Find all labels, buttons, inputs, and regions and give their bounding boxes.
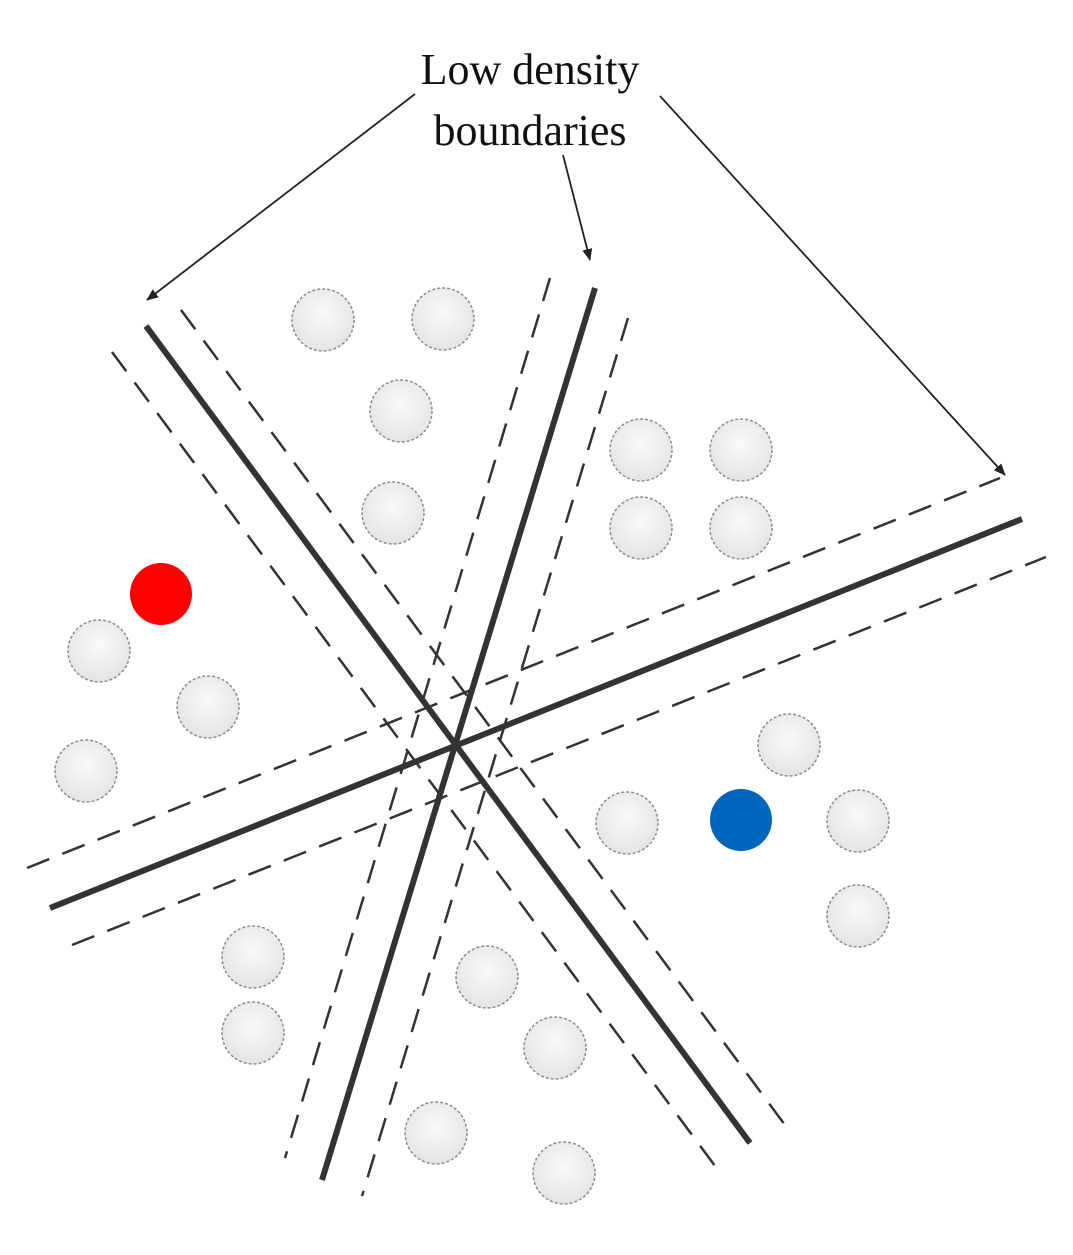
unlabeled-point <box>291 288 355 352</box>
annotation-label-line-1: Low density <box>420 45 640 94</box>
boundary-diagonal <box>110 309 787 1171</box>
unlabeled-point <box>455 945 519 1009</box>
unlabeled-point <box>369 379 433 443</box>
unlabeled-point <box>404 1101 468 1165</box>
unlabeled-point <box>826 884 890 948</box>
arrow-to-steep-boundary <box>562 154 593 261</box>
red-labeled-point <box>130 563 192 625</box>
unlabeled-point <box>54 739 118 803</box>
boundary-steep-margin-right <box>360 317 630 1197</box>
boundary-diagonal-solid <box>143 324 753 1145</box>
unlabeled-point <box>176 675 240 739</box>
unlabeled-points <box>54 287 890 1205</box>
unlabeled-point <box>532 1141 596 1205</box>
boundary-shallow <box>26 476 1047 947</box>
unlabeled-point <box>221 925 285 989</box>
blue-labeled-point <box>710 789 772 851</box>
arrow-to-shallow-boundary <box>659 95 1006 476</box>
boundary-steep-solid <box>319 287 598 1181</box>
unlabeled-point <box>609 418 673 482</box>
unlabeled-point <box>411 287 475 351</box>
annotation-label-line-2: boundaries <box>433 106 627 155</box>
unlabeled-point <box>595 791 659 855</box>
unlabeled-point <box>221 1001 285 1065</box>
unlabeled-point <box>757 713 821 777</box>
boundary-steep <box>283 277 630 1197</box>
unlabeled-point <box>709 418 773 482</box>
boundary-shallow-margin-lower <box>71 555 1047 947</box>
unlabeled-point <box>826 789 890 853</box>
boundary-shallow-solid <box>48 516 1024 911</box>
unlabeled-point <box>67 619 131 683</box>
unlabeled-point <box>709 496 773 560</box>
boundary-steep-margin-left <box>283 277 552 1159</box>
arrow-to-diagonal-boundary <box>146 93 416 301</box>
unlabeled-point <box>523 1016 587 1080</box>
unlabeled-point <box>609 496 673 560</box>
unlabeled-point <box>361 481 425 545</box>
boundary-diagonal-margin-right <box>179 309 787 1126</box>
boundary-shallow-margin-upper <box>26 476 1001 870</box>
annotation-arrows <box>146 93 1006 476</box>
